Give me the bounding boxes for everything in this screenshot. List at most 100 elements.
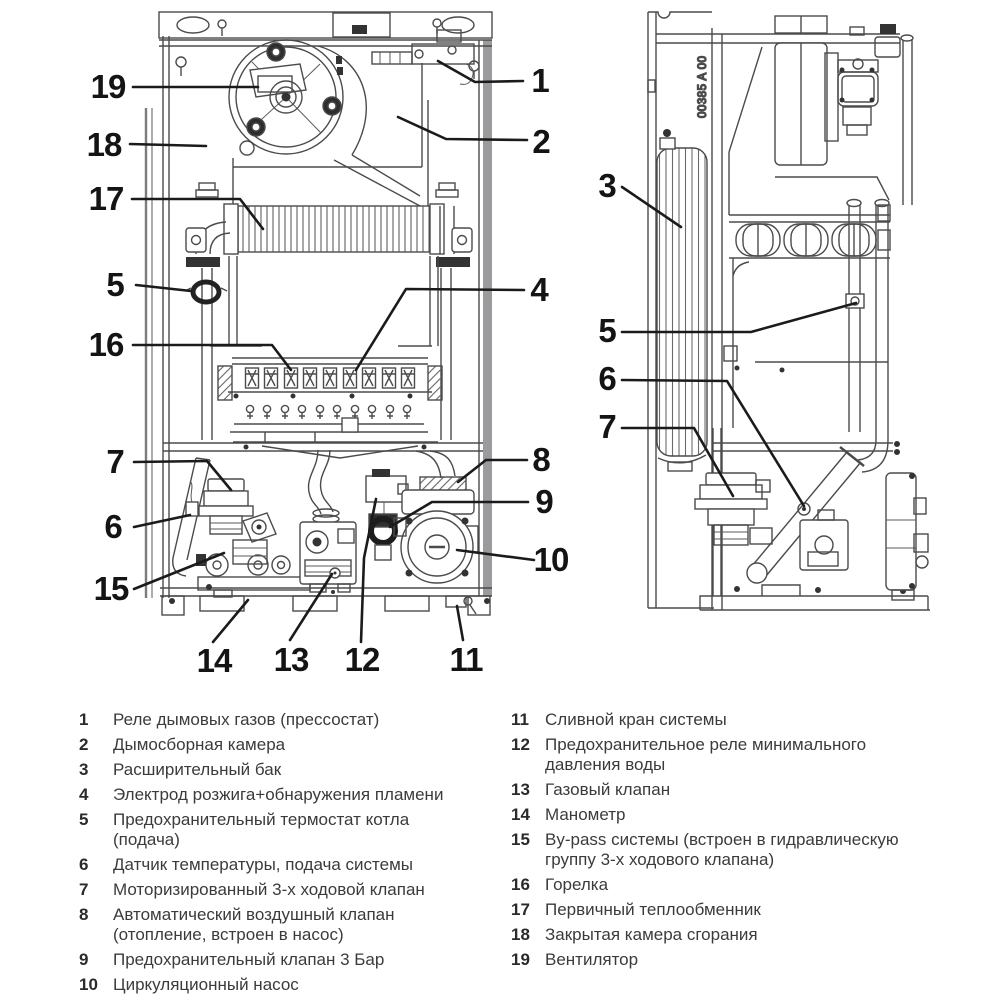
expansion-tank-drawing (656, 129, 708, 472)
legend-item-text: Расширительный бак (113, 760, 282, 779)
callout-11: 11 (449, 641, 484, 678)
legend-item-text: Закрытая камера сгорания (545, 925, 758, 944)
legend-item-text: Манометр (545, 805, 626, 824)
plate-code-text: 00385 A 00 (697, 55, 709, 118)
legend-item: 1 Реле дымовых газов (прессостат) (79, 710, 454, 730)
legend-item: 11 Сливной кран системы (511, 710, 939, 730)
callout-14: 14 (196, 642, 233, 679)
legend-item-text: Циркуляционный насос (113, 975, 299, 994)
front-view-drawing (144, 11, 493, 616)
legend-item-text: Горелка (545, 875, 609, 894)
legend-item-text: Моторизированный 3-х ходовой клапан (113, 880, 425, 899)
side-pump-drawing (885, 472, 929, 601)
smoke-chamber-drawing (232, 63, 429, 206)
legend-item-number: 13 (511, 780, 530, 799)
legend-item: 18 Закрытая камера сгорания (511, 925, 939, 945)
temperature-sensor-drawing (185, 481, 199, 517)
side-view-drawing: 00385 A 00 (647, 11, 930, 611)
legend-item-number: 8 (79, 905, 89, 924)
legend-item-text: Сливной кран системы (545, 710, 727, 729)
gas-pipe-drawing (307, 449, 340, 524)
hydraulic-group-drawing (196, 512, 311, 598)
callout-8: 8 (532, 441, 550, 478)
callout-3: 3 (598, 167, 616, 204)
callout-6-front: 6 (104, 508, 122, 545)
legend-item: 17 Первичный теплообменник (511, 900, 939, 920)
safety-valve-drawing (368, 513, 398, 561)
callout-18: 18 (86, 126, 123, 163)
fan-drawing (228, 39, 421, 207)
legend-item-number: 17 (511, 900, 530, 919)
legend-item-number: 10 (79, 975, 98, 994)
side-heat-exchanger-drawing (729, 204, 891, 259)
legend-item-text: Предохранительный клапан 3 Бар (113, 950, 385, 969)
heat-exchanger-drawing (185, 182, 473, 267)
legend-item: 2 Дымосборная камера (79, 735, 454, 755)
legend-item: 16 Горелка (511, 875, 939, 895)
callout-5-front: 5 (106, 266, 124, 303)
legend-item-number: 14 (511, 805, 530, 824)
side-gas-valve-drawing (799, 509, 849, 571)
legend-item-text: Газовый клапан (545, 780, 671, 799)
callout-9: 9 (535, 483, 553, 520)
legend-item: 7 Моторизированный 3-х ходовой клапан (79, 880, 454, 900)
side-fan-drawing (728, 15, 914, 215)
callout-19: 19 (90, 68, 127, 105)
callout-1: 1 (531, 62, 549, 99)
legend-item: 8 Автоматический воздушный клапан (отопле… (79, 905, 454, 945)
legend-item-text: Предохранительное реле минимального давл… (545, 735, 867, 774)
callout-12: 12 (344, 641, 381, 678)
legend-item: 3 Расширительный бак (79, 760, 454, 780)
side-three-way-valve-drawing (694, 472, 811, 546)
legend-item-text: Реле дымовых газов (прессостат) (113, 710, 380, 729)
legend-item-number: 3 (79, 760, 89, 779)
callout-7-side: 7 (598, 408, 616, 445)
gas-valve-drawing (299, 521, 357, 593)
legend-item-number: 5 (79, 810, 89, 829)
callout-6-side: 6 (598, 360, 616, 397)
callout-10: 10 (533, 541, 570, 578)
side-diagonal-pipe-drawing (746, 446, 865, 584)
boiler-diagram-figure: 00385 A 00 (128, 11, 930, 644)
legend-item: 14 Манометр (511, 805, 939, 825)
combustion-chamber-walls (228, 256, 439, 346)
callout-16: 16 (88, 326, 125, 363)
legend-item-number: 15 (511, 830, 530, 849)
legend-item-text: Вентилятор (545, 950, 639, 969)
legend-item: 10 Циркуляционный насос (79, 975, 454, 995)
legend-item-number: 4 (79, 785, 89, 804)
side-pipes-drawing (845, 198, 890, 473)
three-way-valve-drawing (198, 478, 254, 535)
legend-item-text: Датчик температуры, подача системы (113, 855, 414, 874)
legend-item-number: 1 (79, 710, 89, 729)
legend-item: 5 Предохранительный термостат котла (пода… (79, 810, 454, 850)
legend-item: 13 Газовый клапан (511, 780, 939, 800)
legend-column-right: 11 Сливной кран системы 12 Предохранительн… (511, 710, 939, 975)
legend-item: 12 Предохранительное реле минимального да… (511, 735, 939, 775)
callout-15: 15 (93, 570, 130, 607)
min-pressure-relay-drawing (365, 469, 409, 514)
legend-item-number: 18 (511, 925, 530, 944)
leader-lines (128, 59, 858, 644)
legend-item-text: Дымосборная камера (113, 735, 286, 754)
legend-item-text: Первичный теплообменник (545, 900, 761, 919)
side-pipes-front (201, 268, 452, 440)
legend-item-number: 11 (511, 710, 529, 729)
legend-item-number: 2 (79, 735, 89, 754)
callout-7-front: 7 (106, 443, 124, 480)
legend-item-number: 7 (79, 880, 89, 899)
legend-item-text: By-pass системы (встроен в гидравлическу… (545, 830, 899, 869)
legend-item-number: 16 (511, 875, 530, 894)
burner-drawing (217, 357, 443, 459)
legend-item-text: Автоматический воздушный клапан (отоплен… (113, 905, 395, 944)
pressure-switch-drawing (371, 29, 475, 85)
callout-5-side: 5 (598, 312, 616, 349)
legend-item: 15 By-pass системы (встроен в гидравличес… (511, 830, 939, 870)
legend-item-number: 12 (511, 735, 530, 754)
legend-item-text: Предохранительный термостат котла (подач… (113, 810, 410, 849)
